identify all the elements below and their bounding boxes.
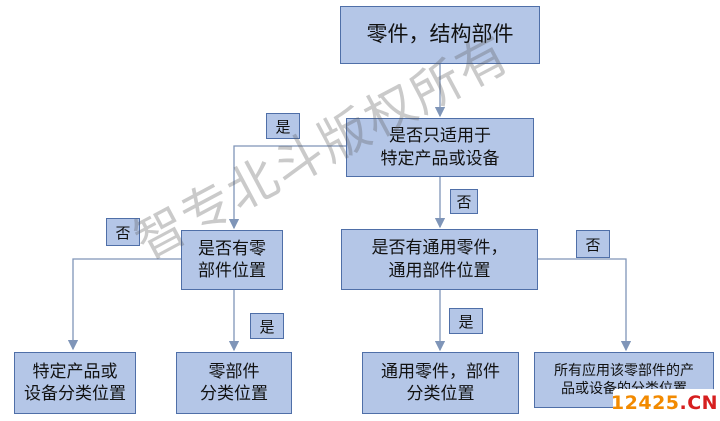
edge-label-q3-yes: 是 <box>449 308 483 334</box>
edge-q3-leaf4 <box>538 258 632 352</box>
node-question-part-location: 是否有零 部件位置 <box>181 230 283 290</box>
edge-label-q2-yes: 是 <box>250 313 284 339</box>
edge-q2-leaf1 <box>67 258 181 351</box>
edge-q1-q2 <box>228 145 346 230</box>
logo-domain: .CN <box>679 391 719 414</box>
edge-label-q3-no: 否 <box>576 230 610 258</box>
edge-label-q2-no: 否 <box>106 218 140 246</box>
edge-label-q1-no: 否 <box>450 189 478 214</box>
node-question-specific-use: 是否只适用于 特定产品或设备 <box>346 118 534 177</box>
logo-number: 12425 <box>610 391 680 414</box>
node-question-common-part-location: 是否有通用零件， 通用部件位置 <box>341 229 538 290</box>
site-logo: 12425.CN <box>610 389 719 416</box>
node-leaf-specific-product: 特定产品或 设备分类位置 <box>14 352 136 414</box>
node-leaf-common-part-class: 通用零件，部件 分类位置 <box>362 352 519 414</box>
node-leaf-part-class: 零部件 分类位置 <box>176 352 292 414</box>
edge-label-q1-yes: 是 <box>266 113 300 139</box>
node-root: 零件，结构部件 <box>340 6 540 64</box>
